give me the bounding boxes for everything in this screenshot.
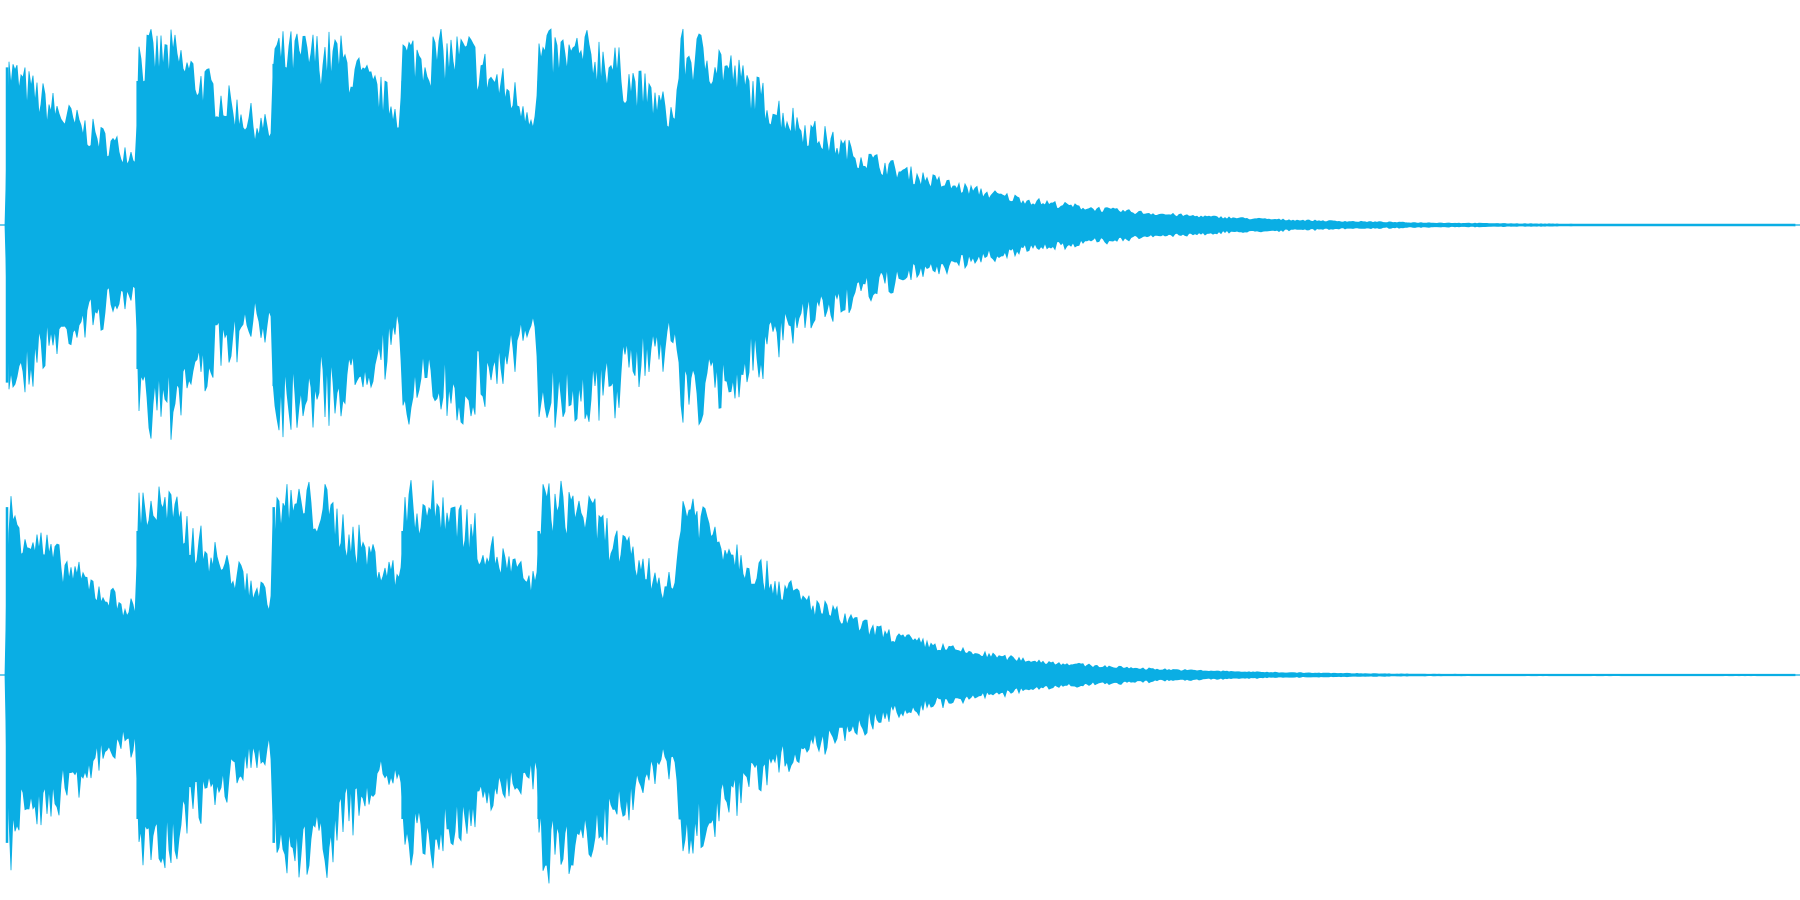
waveform-envelope — [4, 480, 1796, 884]
waveform-channel-2 — [0, 480, 1800, 884]
waveform-envelope — [4, 28, 1796, 440]
waveform-channel-1 — [0, 28, 1800, 440]
